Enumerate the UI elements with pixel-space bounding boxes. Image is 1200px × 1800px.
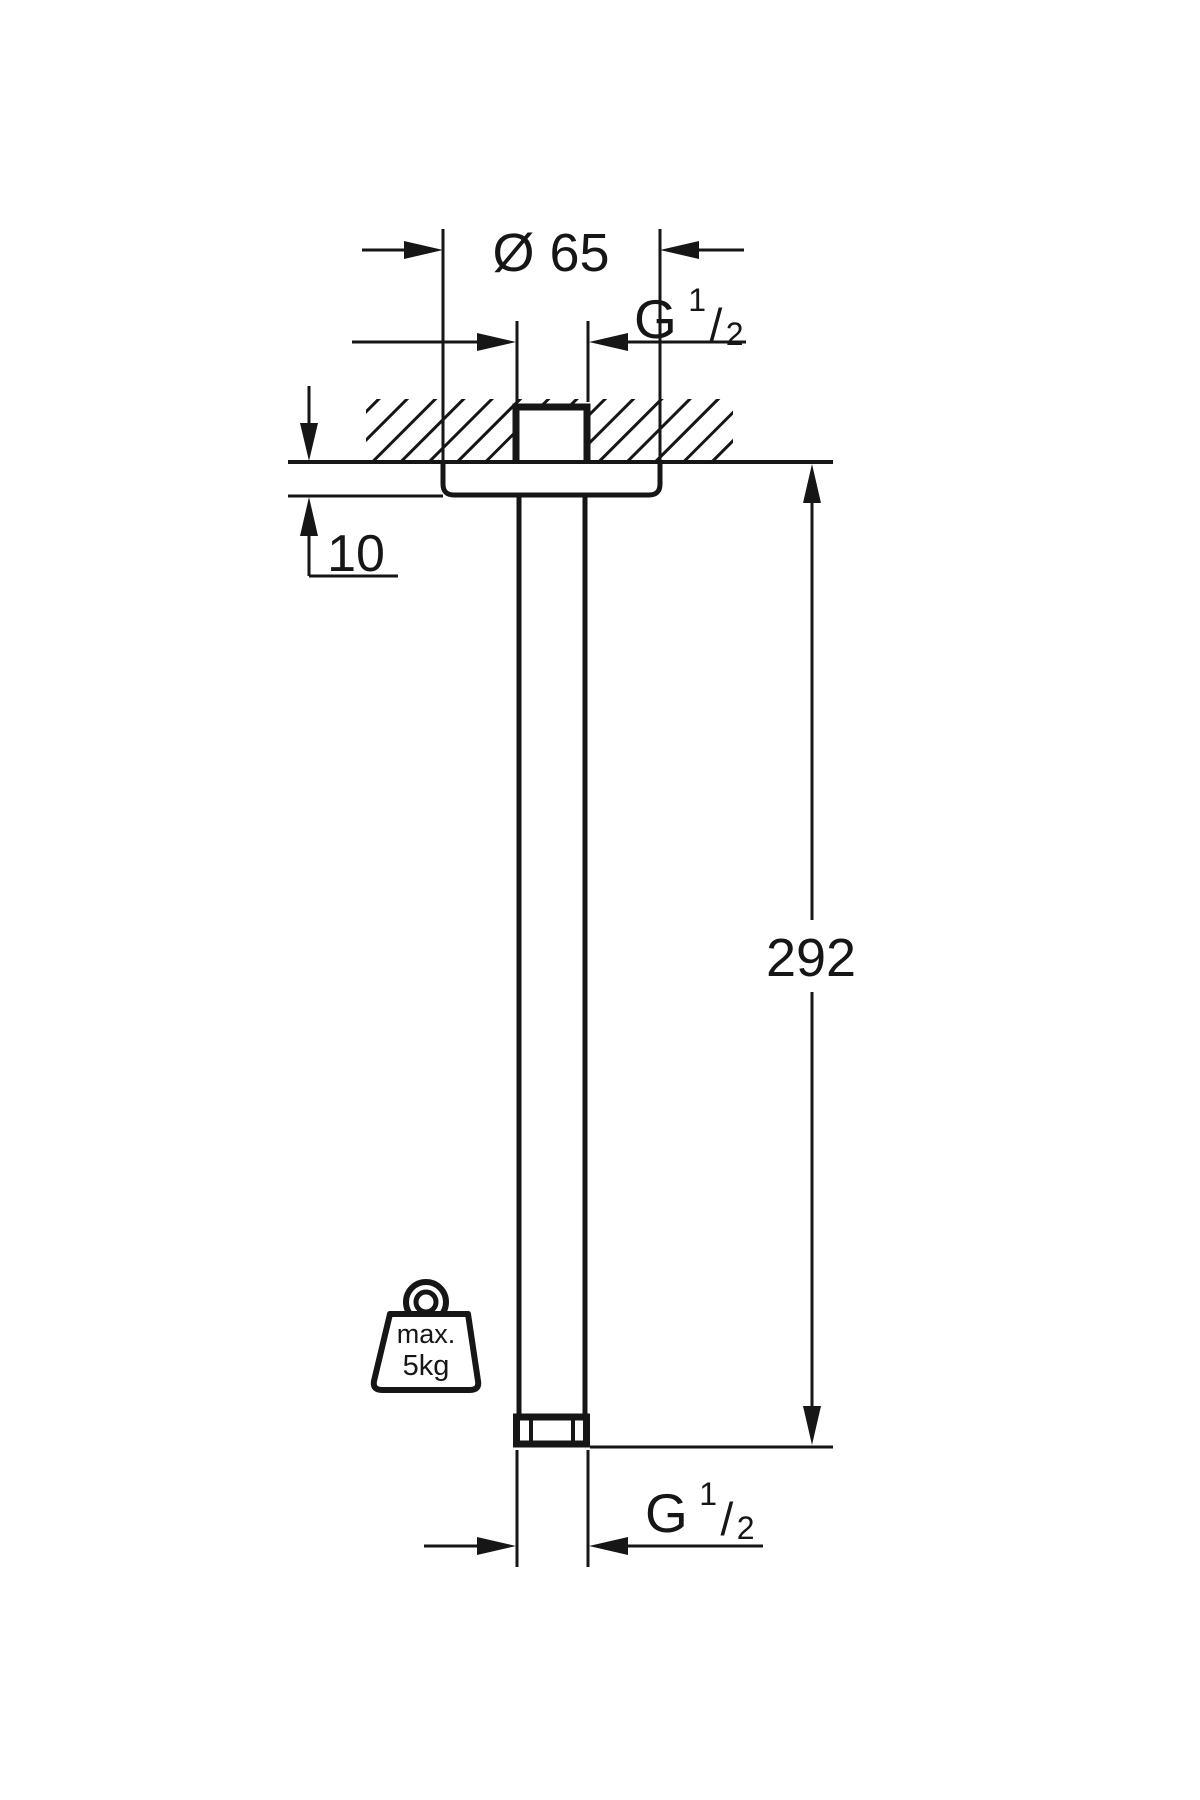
- arrowhead-down-icon: [803, 1406, 821, 1445]
- ceiling-thread-stub: [512, 403, 591, 462]
- arrowhead-right-icon: [404, 241, 443, 259]
- arrowhead-up-icon: [803, 464, 821, 503]
- arrowhead-left-icon: [589, 1537, 628, 1555]
- dim-arm-length-label: 292: [766, 928, 856, 988]
- arrowhead-left-icon: [589, 333, 628, 351]
- dim-thread-bottom: G 1 / 2: [424, 1450, 763, 1567]
- arrowhead-right-icon: [477, 333, 516, 351]
- dim-thread-bottom-label: G 1 / 2: [645, 1476, 755, 1546]
- weight-body-icon: [370, 1311, 482, 1393]
- outlet-nut: [513, 1413, 590, 1448]
- dim-arm-length: 292: [590, 464, 856, 1449]
- weight-limit-line1: max.: [397, 1319, 456, 1349]
- weight-limit-icon: max. 5kg: [370, 1279, 482, 1393]
- arrowhead-up-icon: [300, 497, 318, 536]
- dim-flange-diameter-label: Ø 65: [492, 223, 609, 283]
- arrowhead-right-icon: [477, 1537, 516, 1555]
- dim-thread-top-label: G 1 / 2: [634, 282, 744, 352]
- dim-flange-height: 10: [300, 386, 398, 583]
- arrowhead-left-icon: [660, 241, 699, 259]
- dim-thread-top: G 1 / 2: [352, 282, 746, 352]
- dim-flange-diameter: Ø 65: [362, 223, 744, 283]
- dim-flange-height-label: 10: [327, 525, 385, 583]
- arrowhead-down-icon: [300, 423, 318, 461]
- weight-ring-inner-icon: [413, 1289, 439, 1315]
- flange-outline: [440, 462, 663, 498]
- weight-limit-line2: 5kg: [403, 1350, 450, 1382]
